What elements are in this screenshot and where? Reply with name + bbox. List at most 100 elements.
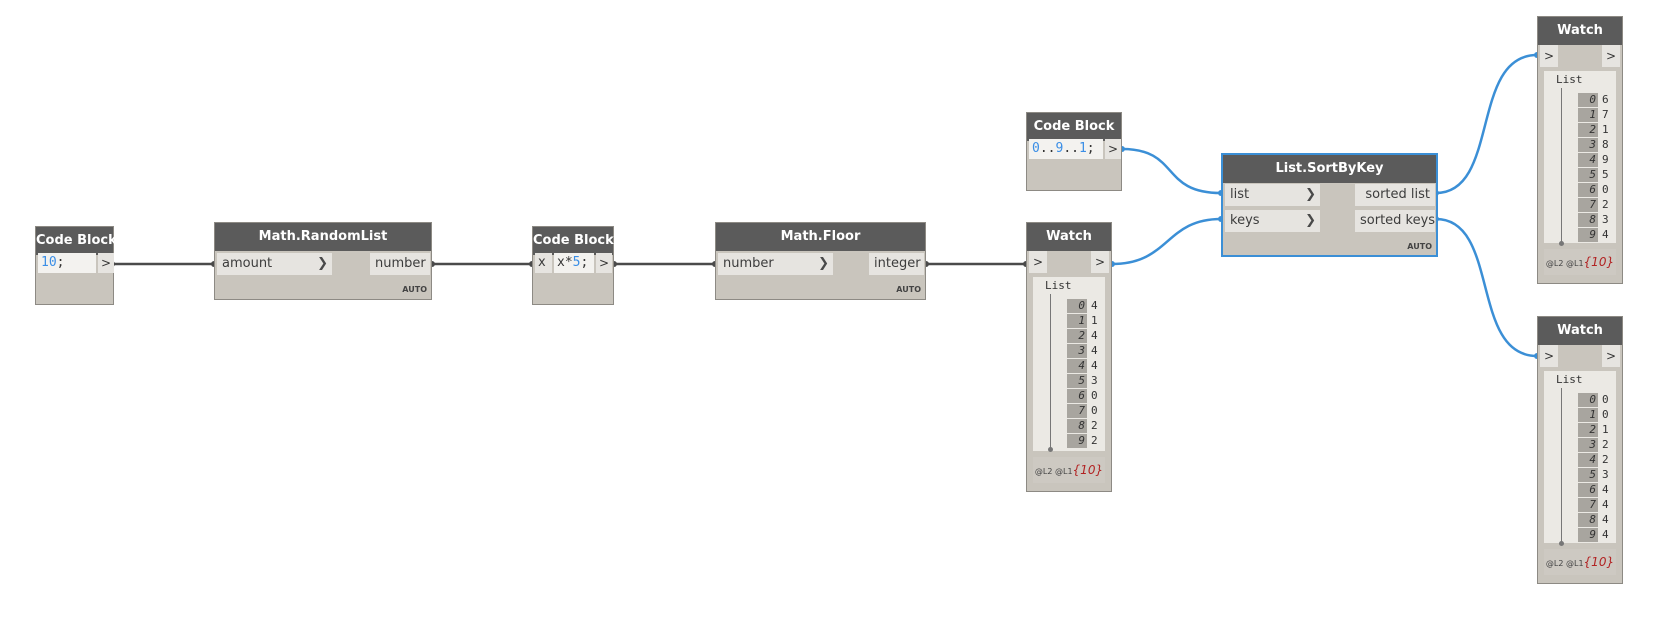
math-randomlist-node[interactable]: Math.RandomList amount ❯ number AUTO	[214, 222, 432, 300]
watch-port-bar: >>	[1538, 345, 1622, 367]
code-text-end: ;	[580, 255, 589, 270]
code-number-step: 1	[1078, 141, 1087, 156]
input-port-x[interactable]: x	[535, 253, 552, 273]
lacing-indicator[interactable]: AUTO	[896, 285, 921, 294]
output-port[interactable]: >	[98, 253, 114, 273]
port-label: amount	[222, 256, 273, 271]
output-port[interactable]: >	[1091, 251, 1109, 273]
list-count: {10}	[1583, 255, 1615, 269]
list-index: 0	[1578, 393, 1598, 407]
list-value: 5	[1602, 168, 1609, 181]
list-value: 2	[1602, 453, 1609, 466]
code-number: 10	[41, 255, 57, 270]
output-port-sorted-keys[interactable]: sorted keys	[1355, 210, 1435, 232]
list-tree-end-dot	[1048, 447, 1053, 452]
input-port[interactable]: >	[1540, 45, 1558, 67]
code-block-node-x5[interactable]: Code Block x x*5; >	[532, 226, 614, 305]
list-index: 1	[1578, 408, 1598, 422]
list-index: 8	[1067, 419, 1087, 433]
list-index: 4	[1067, 359, 1087, 373]
input-port-list[interactable]: list ❯	[1225, 184, 1320, 206]
list-index: 3	[1578, 138, 1598, 152]
list-value: 7	[1602, 108, 1609, 121]
list-index: 4	[1578, 153, 1598, 167]
output-port-integer[interactable]: integer	[869, 253, 924, 275]
list-tree-end-dot	[1559, 241, 1564, 246]
code-text: x*	[557, 255, 573, 270]
node-title: Math.RandomList	[215, 223, 431, 251]
input-port-keys[interactable]: keys ❯	[1225, 210, 1320, 232]
list-index: 2	[1067, 329, 1087, 343]
lacing-indicator[interactable]: AUTO	[1407, 242, 1432, 251]
code-text-end: ;	[1086, 141, 1095, 156]
list-index: 2	[1578, 423, 1598, 437]
list-value: 4	[1602, 513, 1609, 526]
output-port-sorted-list[interactable]: sorted list	[1355, 184, 1435, 206]
list-value: 2	[1091, 419, 1098, 432]
code-range-op-2: ..	[1063, 141, 1079, 156]
code-block-node-10[interactable]: Code Block 10; >	[35, 226, 117, 305]
lacing-indicator[interactable]: AUTO	[402, 285, 427, 294]
list-label: List	[1045, 279, 1072, 292]
code-block-node-range[interactable]: Code Block 0..9..1; >	[1026, 112, 1122, 191]
math-floor-node[interactable]: Math.Floor number ❯ integer AUTO	[715, 222, 926, 300]
input-port[interactable]: >	[1540, 345, 1558, 367]
code-number-end: 9	[1055, 141, 1064, 156]
code-text: ;	[56, 255, 65, 270]
output-port[interactable]: >	[1602, 45, 1620, 67]
code-editor[interactable]: 0..9..1;	[1029, 139, 1103, 159]
list-index: 7	[1067, 404, 1087, 418]
input-port[interactable]: >	[1029, 251, 1047, 273]
list-value: 3	[1602, 213, 1609, 226]
output-port[interactable]: >	[596, 253, 612, 273]
list-value: 2	[1091, 434, 1098, 447]
code-editor[interactable]: 10;	[38, 253, 96, 273]
list-value: 1	[1091, 314, 1098, 327]
list-levels: @L2 @L1	[1545, 559, 1584, 568]
port-label: list	[1230, 187, 1250, 202]
input-port-amount[interactable]: amount ❯	[217, 253, 332, 275]
list-index: 3	[1578, 438, 1598, 452]
list-value: 4	[1602, 528, 1609, 541]
list-value: 0	[1091, 389, 1098, 402]
list-label: List	[1556, 73, 1583, 86]
list-index: 5	[1578, 468, 1598, 482]
output-port-number[interactable]: number	[370, 253, 430, 275]
list-value: 4	[1602, 228, 1609, 241]
list-levels: @L2 @L1	[1034, 467, 1073, 476]
list-index: 0	[1578, 93, 1598, 107]
output-port[interactable]: >	[1105, 139, 1121, 159]
watch-footer: @L2 @L1{10}	[1033, 457, 1105, 483]
port-label: keys	[1230, 213, 1260, 228]
code-editor[interactable]: x*5;	[554, 253, 594, 273]
list-label: List	[1556, 373, 1583, 386]
output-port[interactable]: >	[1602, 345, 1620, 367]
node-title: Code Block	[36, 227, 117, 255]
input-port-number[interactable]: number ❯	[718, 253, 833, 275]
list-value: 4	[1091, 299, 1098, 312]
watch-port-bar: >>	[1027, 251, 1111, 273]
list-sortbykey-node[interactable]: List.SortByKey list ❯ keys ❯ sorted list…	[1221, 153, 1438, 257]
node-title: List.SortByKey	[1223, 155, 1436, 183]
chevron-right-icon: ❯	[818, 256, 829, 271]
